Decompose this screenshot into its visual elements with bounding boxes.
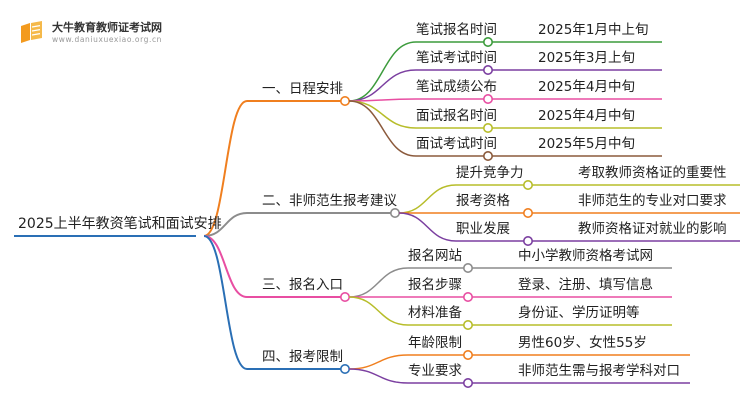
child-label: 笔试考试时间 [416,50,497,66]
value-label: 中小学教师资格考试网 [518,248,653,264]
child-connector [348,69,417,102]
child-connector [348,354,409,370]
child-connector [348,100,417,129]
child-connector [398,184,457,214]
child-node [482,151,493,162]
branch-node [389,208,400,219]
branch-connector [203,235,248,370]
child-connector [348,100,417,157]
branch-node [339,363,350,374]
child-label: 面试报名时间 [416,108,497,124]
logo-url: www.daniuxuexiao.org.cn [52,35,163,44]
value-label: 2025年1月中上旬 [538,22,649,38]
child-node [482,94,493,105]
child-label: 报考资格 [456,193,510,209]
child-label: 面试考试时间 [416,136,497,152]
child-node [462,377,473,388]
child-connector [348,267,409,298]
logo: 大牛教育教师证考试网 www.daniuxuexiao.org.cn [18,18,228,50]
child-label: 报名网站 [408,248,462,264]
child-node [482,65,493,76]
child-node [482,36,493,47]
value-label: 非师范生需与报考学科对口 [518,363,680,379]
value-label: 非师范生的专业对口要求 [578,193,727,209]
value-label: 教师资格证对就业的影响 [578,221,727,237]
child-label: 年龄限制 [408,335,462,351]
value-label: 2025年3月上旬 [538,50,635,66]
value-label: 2025年4月中旬 [538,108,635,124]
value-label: 登录、注册、填写信息 [518,277,653,293]
child-label: 材料准备 [408,305,462,321]
child-label: 报名步骤 [408,277,462,293]
branch-label: 三、报名入口 [262,277,343,293]
child-label: 职业发展 [456,221,510,237]
child-label: 提升竞争力 [456,165,524,181]
value-label: 考取教师资格证的重要性 [578,165,727,181]
child-node [462,319,473,330]
logo-title: 大牛教育教师证考试网 [52,21,162,34]
branch-node [339,96,350,107]
child-node [522,236,533,247]
child-node [462,262,473,273]
child-node [462,291,473,302]
value-label: 2025年4月中旬 [538,79,635,95]
branch-node [339,291,350,302]
child-connector [348,368,409,384]
child-node [522,208,533,219]
branch-label: 二、非师范生报考建议 [262,193,397,209]
child-node [522,180,533,191]
branch-connector [203,235,248,298]
branch-label: 一、日程安排 [262,81,343,97]
root-topic: 2025上半年教资笔试和面试安排 [18,216,222,232]
child-label: 笔试报名时间 [416,22,497,38]
child-label: 笔试成绩公布 [416,79,497,95]
child-connector [398,212,457,242]
child-label: 专业要求 [408,363,462,379]
branch-label: 四、报考限制 [262,349,343,365]
child-connector [348,296,409,326]
book-icon [21,21,42,43]
child-node [482,123,493,134]
value-label: 男性60岁、女性55岁 [518,335,647,351]
child-connector [348,41,417,102]
child-node [462,349,473,360]
value-label: 2025年5月中旬 [538,136,635,152]
value-label: 身份证、学历证明等 [518,305,640,321]
branch-connector [203,212,248,237]
branch-connector [203,100,248,237]
